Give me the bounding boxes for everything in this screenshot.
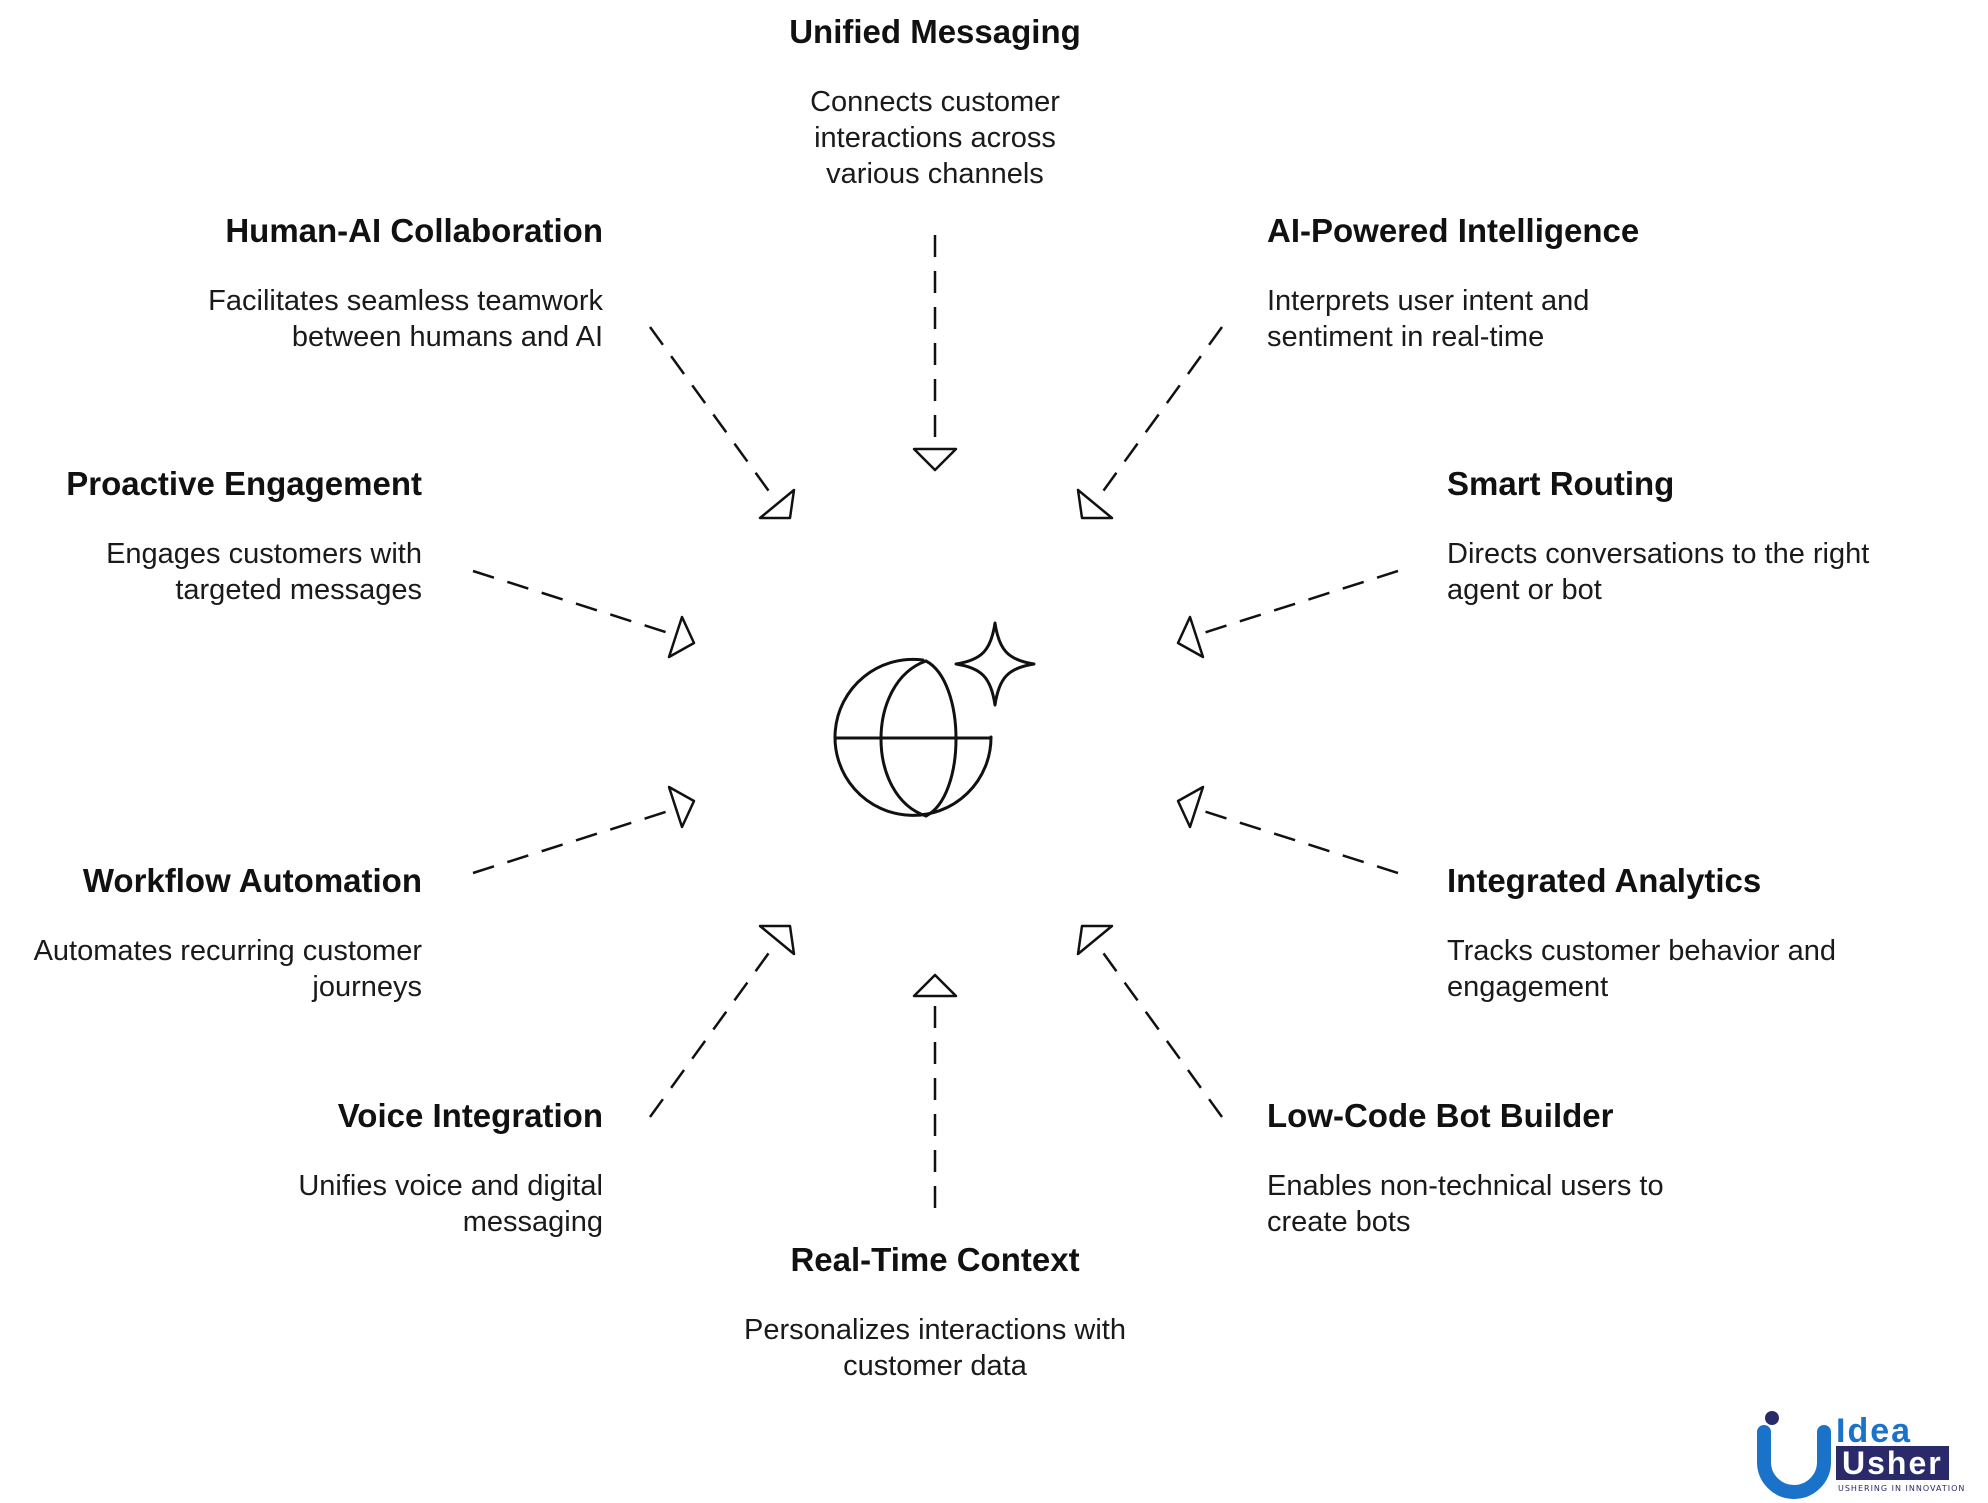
logo-u-mark-icon (1757, 1411, 1831, 1499)
feature-title: Real-Time Context (790, 1241, 1080, 1278)
feature-smart-routing: Smart Routing Directs conversations to t… (1447, 464, 1947, 608)
logo-main-text: Usher (1836, 1446, 1949, 1480)
feature-title: Proactive Engagement (66, 465, 422, 502)
feature-title: Unified Messaging (789, 13, 1081, 50)
arrow-voice-integration (648, 924, 796, 1118)
arrow-smart-routing (1176, 569, 1399, 659)
feature-title: AI-Powered Intelligence (1267, 212, 1640, 249)
feature-description: Directs conversations to the right agent… (1447, 538, 1870, 606)
feature-description: Engages customers with targeted messages (106, 538, 422, 606)
arrow-proactive-engagement (472, 569, 696, 659)
feature-proactive-engagement: Proactive Engagement Engages customers w… (22, 464, 422, 608)
arrow-low-code-bot-builder (1076, 924, 1224, 1118)
arrow-human-ai-collaboration (648, 326, 796, 520)
feature-description: Connects customer interactions across va… (810, 86, 1060, 190)
arrow-ai-powered-intelligence (1076, 326, 1224, 520)
feature-description: Personalizes interactions with customer … (743, 1314, 1126, 1382)
feature-description: Interprets user intent and sentiment in … (1267, 285, 1590, 353)
feature-description: Facilitates seamless teamwork between hu… (208, 285, 603, 353)
feature-description: Unifies voice and digital messaging (298, 1170, 603, 1238)
feature-description: Tracks customer behavior and engagement (1447, 935, 1836, 1003)
feature-title: Workflow Automation (82, 862, 422, 899)
feature-ai-powered-intelligence: AI-Powered Intelligence Interprets user … (1267, 211, 1667, 355)
feature-real-time-context: Real-Time Context Personalizes interacti… (695, 1240, 1175, 1384)
feature-human-ai-collaboration: Human-AI Collaboration Facilitates seaml… (143, 211, 603, 355)
arrow-integrated-analytics (1176, 785, 1399, 875)
feature-title: Human-AI Collaboration (225, 212, 603, 249)
feature-workflow-automation: Workflow Automation Automates recurring … (2, 861, 422, 1005)
feature-voice-integration: Voice Integration Unifies voice and digi… (203, 1096, 603, 1240)
feature-title: Voice Integration (337, 1097, 603, 1134)
brand-logo: Idea Usher USHERING IN INNOVATION (1756, 1410, 1981, 1500)
globe-sparkle-icon (833, 621, 1036, 818)
feature-title: Low-Code Bot Builder (1267, 1097, 1614, 1134)
feature-description: Automates recurring customer journeys (33, 935, 422, 1003)
logo-tagline: USHERING IN INNOVATION (1838, 1484, 1966, 1493)
feature-title: Smart Routing (1447, 465, 1675, 502)
logo-top-text: Idea (1836, 1412, 1913, 1450)
feature-low-code-bot-builder: Low-Code Bot Builder Enables non-technic… (1267, 1096, 1707, 1240)
arrow-unified-messaging (912, 235, 958, 472)
arrow-real-time-context (912, 973, 958, 1208)
arrow-workflow-automation (472, 785, 696, 875)
feature-description: Enables non-technical users to create bo… (1267, 1170, 1664, 1238)
feature-integrated-analytics: Integrated Analytics Tracks customer beh… (1447, 861, 1947, 1005)
feature-title: Integrated Analytics (1447, 862, 1762, 899)
feature-unified-messaging: Unified Messaging Connects customer inte… (695, 12, 1175, 192)
